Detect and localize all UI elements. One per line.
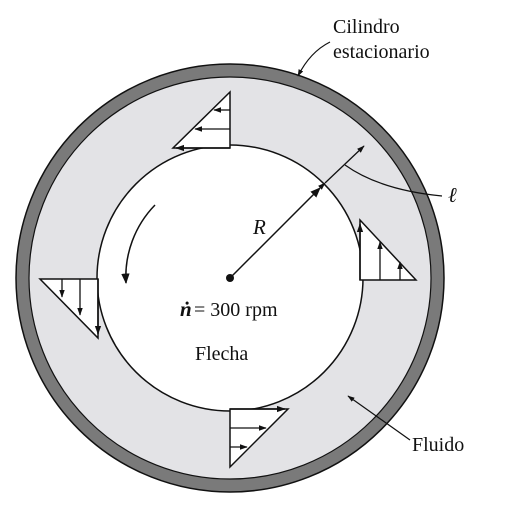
velocity-profile-right	[356, 218, 418, 281]
gap-symbol: ℓ	[448, 183, 457, 207]
speed-value: = 300 rpm	[194, 299, 278, 321]
cylinder-label-line1: Cilindro	[333, 16, 400, 38]
velocity-profile-left	[38, 278, 102, 340]
velocity-profile-top	[171, 90, 231, 152]
velocity-profile-bottom	[229, 405, 290, 469]
fluid-leader-line	[347, 395, 411, 441]
radius-arrow	[229, 187, 321, 279]
cylinder-label-line2: estacionario	[333, 41, 430, 63]
rotation-arrow	[121, 204, 156, 285]
speed-symbol: ṅ	[180, 297, 192, 321]
gap-leader-line	[344, 164, 443, 197]
cylinder-leader-line	[297, 41, 331, 77]
gap-dimension-arrow	[318, 145, 365, 190]
shaft-label: Flecha	[195, 343, 248, 365]
radius-label: R	[252, 215, 266, 239]
fluid-label: Fluido	[412, 434, 464, 456]
